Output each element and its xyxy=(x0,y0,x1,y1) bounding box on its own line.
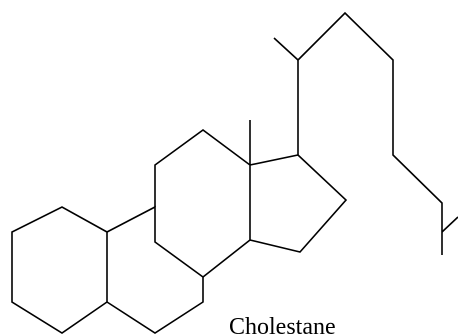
compound-name-caption: Cholestane xyxy=(229,314,336,335)
ring-c xyxy=(154,129,251,278)
terminal-branch xyxy=(441,216,458,233)
ring-d xyxy=(249,154,348,253)
side-chain xyxy=(297,11,443,255)
ring-b xyxy=(106,205,204,334)
side-chain-methyl xyxy=(273,37,299,61)
ring-a xyxy=(11,206,108,334)
